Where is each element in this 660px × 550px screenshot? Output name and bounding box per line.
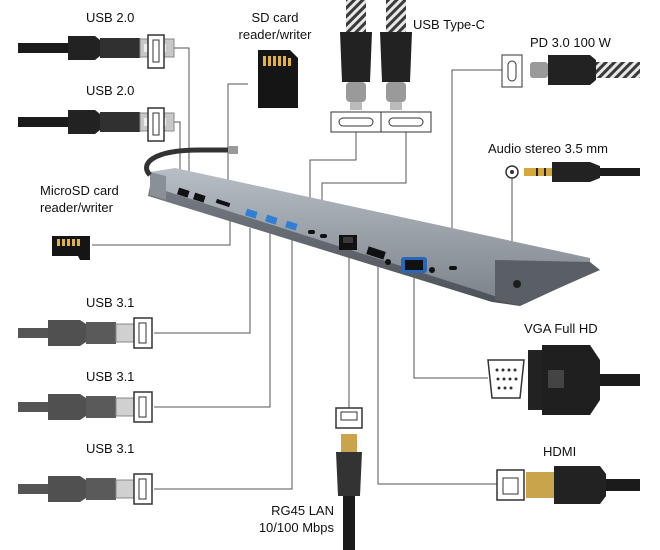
usbc-label: USB Type-C — [413, 17, 486, 32]
usb31-port-icon-a — [133, 317, 153, 349]
pd-cable — [530, 55, 640, 85]
usb2-port-icon-mid — [147, 107, 165, 142]
usb31-port-icon-c — [133, 473, 153, 505]
leader-lines — [92, 47, 513, 490]
hdmi-port-icon — [496, 469, 525, 501]
vga-port-icon — [487, 359, 525, 399]
hdmi-label: HDMI — [543, 444, 577, 459]
usbc-cable-right — [380, 0, 412, 110]
usbc-port-icon-left — [330, 111, 382, 133]
usb2-port-icon-top — [147, 34, 165, 69]
usbc-port-icon-right — [380, 111, 432, 133]
lan-label-line2: 10/100 Mbps — [258, 520, 334, 535]
usb-hub — [144, 146, 600, 306]
pd-port-icon — [501, 54, 523, 88]
vga-cable — [528, 345, 640, 415]
vga-label: VGA Full HD — [524, 321, 598, 336]
lan-cable — [336, 434, 362, 550]
pd-label: PD 3.0 100 W — [530, 35, 611, 50]
audio-port-icon — [505, 165, 519, 179]
lan-label-line1: RG45 LAN — [271, 503, 334, 518]
usb31-cable-c — [18, 476, 135, 502]
usb2-top-label: USB 2.0 — [86, 10, 135, 25]
hdmi-cable — [526, 466, 640, 504]
sd-card-label: SD card reader/writer — [228, 9, 322, 43]
microsd-label: MicroSD card reader/writer — [40, 182, 119, 216]
audio-cable — [524, 162, 640, 182]
sd-card-icon — [258, 50, 298, 108]
usb31-port-icon-b — [133, 391, 153, 423]
usb2-mid-label: USB 2.0 — [86, 83, 135, 98]
usbc-cable-left — [340, 0, 372, 110]
microsd-label-line1: MicroSD card — [40, 183, 119, 198]
microsd-label-line2: reader/writer — [40, 200, 113, 215]
microsd-card-icon — [52, 236, 90, 260]
sd-card-label-line1: SD card — [251, 10, 299, 25]
usb31-cable-b — [18, 394, 135, 420]
sd-card-label-line2: reader/writer — [238, 27, 312, 42]
audio-label: Audio stereo 3.5 mm — [488, 141, 608, 156]
usb31-cable-a — [18, 320, 135, 346]
usb31-label-b: USB 3.1 — [86, 369, 135, 384]
usb31-label-a: USB 3.1 — [86, 295, 135, 310]
lan-port-icon — [335, 407, 363, 429]
lan-label: RG45 LAN 10/100 Mbps — [254, 502, 334, 536]
usb31-label-c: USB 3.1 — [86, 441, 135, 456]
